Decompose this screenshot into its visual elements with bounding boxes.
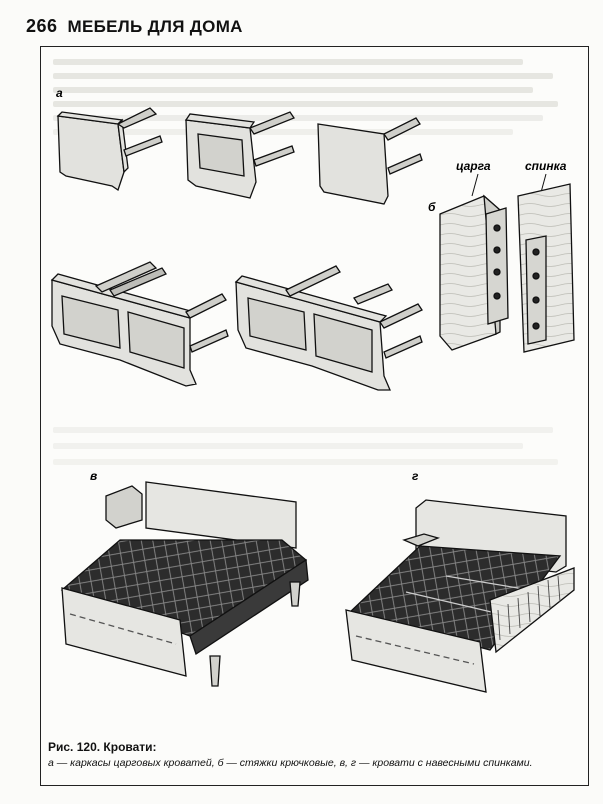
hook-joint xyxy=(439,183,575,353)
figure-frame xyxy=(40,46,589,786)
running-title: МЕБЕЛЬ ДЛЯ ДОМА xyxy=(67,17,243,36)
figure-caption: Рис. 120. Кровати: а — каркасы царговых … xyxy=(48,740,568,769)
panel-label-b: б xyxy=(428,200,436,214)
bleed-line xyxy=(53,427,553,433)
panel-label-g: г xyxy=(412,469,419,483)
bed-frame-large-2 xyxy=(234,265,423,391)
bleed-line xyxy=(53,459,558,465)
bleed-line xyxy=(53,443,523,449)
callout-line xyxy=(471,173,479,197)
bed-frame-large-1 xyxy=(50,261,229,387)
bed-v xyxy=(60,481,309,687)
callout-tsarga: царга xyxy=(456,159,491,173)
bleed-line xyxy=(53,115,543,121)
bleed-line xyxy=(53,59,523,65)
bleed-line xyxy=(53,129,513,135)
callout-spinka: спинка xyxy=(525,159,567,173)
bed-g xyxy=(345,499,575,693)
caption-title: Рис. 120. Кровати: xyxy=(48,740,157,754)
bleed-line xyxy=(53,87,533,93)
panel-label-v: в xyxy=(90,469,97,483)
page-number: 266 xyxy=(26,16,58,36)
panel-label-a: а xyxy=(56,86,63,100)
bed-frame-1 xyxy=(56,107,163,192)
bleed-line xyxy=(53,73,553,79)
bed-frame-2 xyxy=(184,111,295,199)
caption-text: а — каркасы царговых кроватей, б — стяжк… xyxy=(48,757,533,769)
page-header: 266 МЕБЕЛЬ ДЛЯ ДОМА xyxy=(26,16,243,40)
bleed-line xyxy=(53,101,558,107)
bed-frame-3 xyxy=(317,117,423,205)
